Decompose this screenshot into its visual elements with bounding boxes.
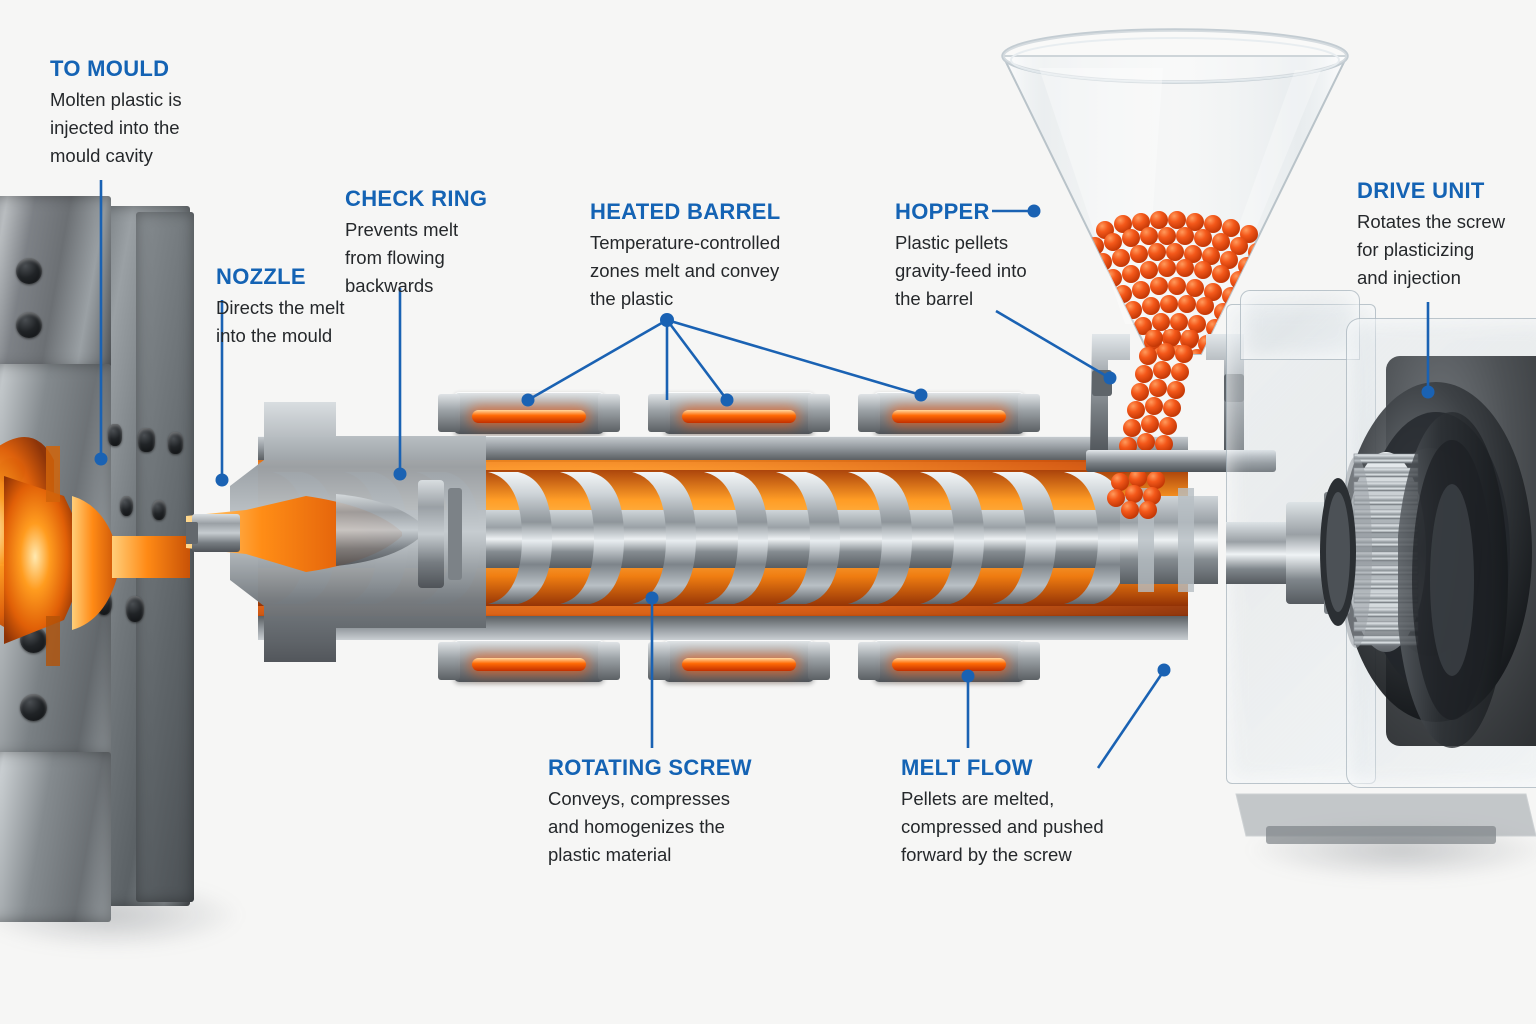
callout-title: ROTATING SCREW [548,755,752,780]
callout-drive-unit: DRIVE UNIT Rotates the screw for plastic… [1357,178,1505,292]
callout-desc: Plastic pellets gravity-feed into the ba… [895,232,1027,309]
mould-bolt [16,312,42,338]
callout-desc: Directs the melt into the mould [216,297,345,347]
callout-rotating-screw: ROTATING SCREW Conveys, compresses and h… [548,755,752,869]
callout-title: MELT FLOW [901,755,1033,780]
callout-title: DRIVE UNIT [1357,178,1485,203]
callout-nozzle: NOZZLE Directs the melt into the mould [216,264,345,350]
mould-plate-front-bottom [0,752,111,922]
mould-bolt [20,694,47,721]
heater-band [438,640,620,682]
mould-bolt [108,424,122,446]
callout-desc: Molten plastic is injected into the moul… [50,89,182,166]
heater-band [648,640,830,682]
mould-plate-front-top [0,196,111,368]
mould-bolt [126,596,144,622]
callout-desc: Temperature-controlled zones melt and co… [590,232,781,309]
callout-desc: Pellets are melted, compressed and pushe… [901,788,1104,865]
heater-band [858,392,1040,434]
mould-plate-rear-2 [136,212,194,902]
callout-title: TO MOULD [50,56,170,81]
heated-barrel-assembly [258,392,1218,682]
pellet-hopper [1001,28,1349,355]
callout-title: HEATED BARREL [590,199,781,224]
barrel-wall-bottom [258,614,1188,640]
callout-hopper: HOPPER Plastic pellets gravity-feed into… [895,199,1027,313]
mould-bolt [96,591,112,615]
mould-plate-front-lower [0,566,111,756]
callout-title: HOPPER [895,199,990,224]
melt-cavity [258,460,1188,616]
heater-band [648,392,830,434]
heater-band [858,640,1040,682]
mould-bolt [16,258,42,284]
mould-bolt [138,428,155,452]
callout-title: CHECK RING [345,186,488,211]
callout-melt-flow: MELT FLOW Pellets are melted, compressed… [901,755,1104,869]
callout-title: NOZZLE [216,264,306,289]
mould-bolt [120,496,133,516]
barrel-wall-top [258,436,1188,462]
callout-desc: Rotates the screw for plasticizing and i… [1357,211,1506,288]
heater-band [438,392,620,434]
mould-bolt [168,432,183,454]
gearbox-housing-upper [1240,290,1360,360]
motor-end-cap [1398,412,1508,748]
mould-bolt [152,500,166,520]
callout-heated-barrel: HEATED BARREL Temperature-controlled zon… [590,199,781,313]
callout-check-ring: CHECK RING Prevents melt from flowing ba… [345,186,487,300]
callout-desc: Conveys, compresses and homogenizes the … [548,788,730,865]
callout-to-mould: TO MOULD Molten plastic is injected into… [50,56,182,170]
mould-bolt [20,626,47,653]
mould-block [0,196,194,926]
callout-desc: Prevents melt from flowing backwards [345,219,459,296]
